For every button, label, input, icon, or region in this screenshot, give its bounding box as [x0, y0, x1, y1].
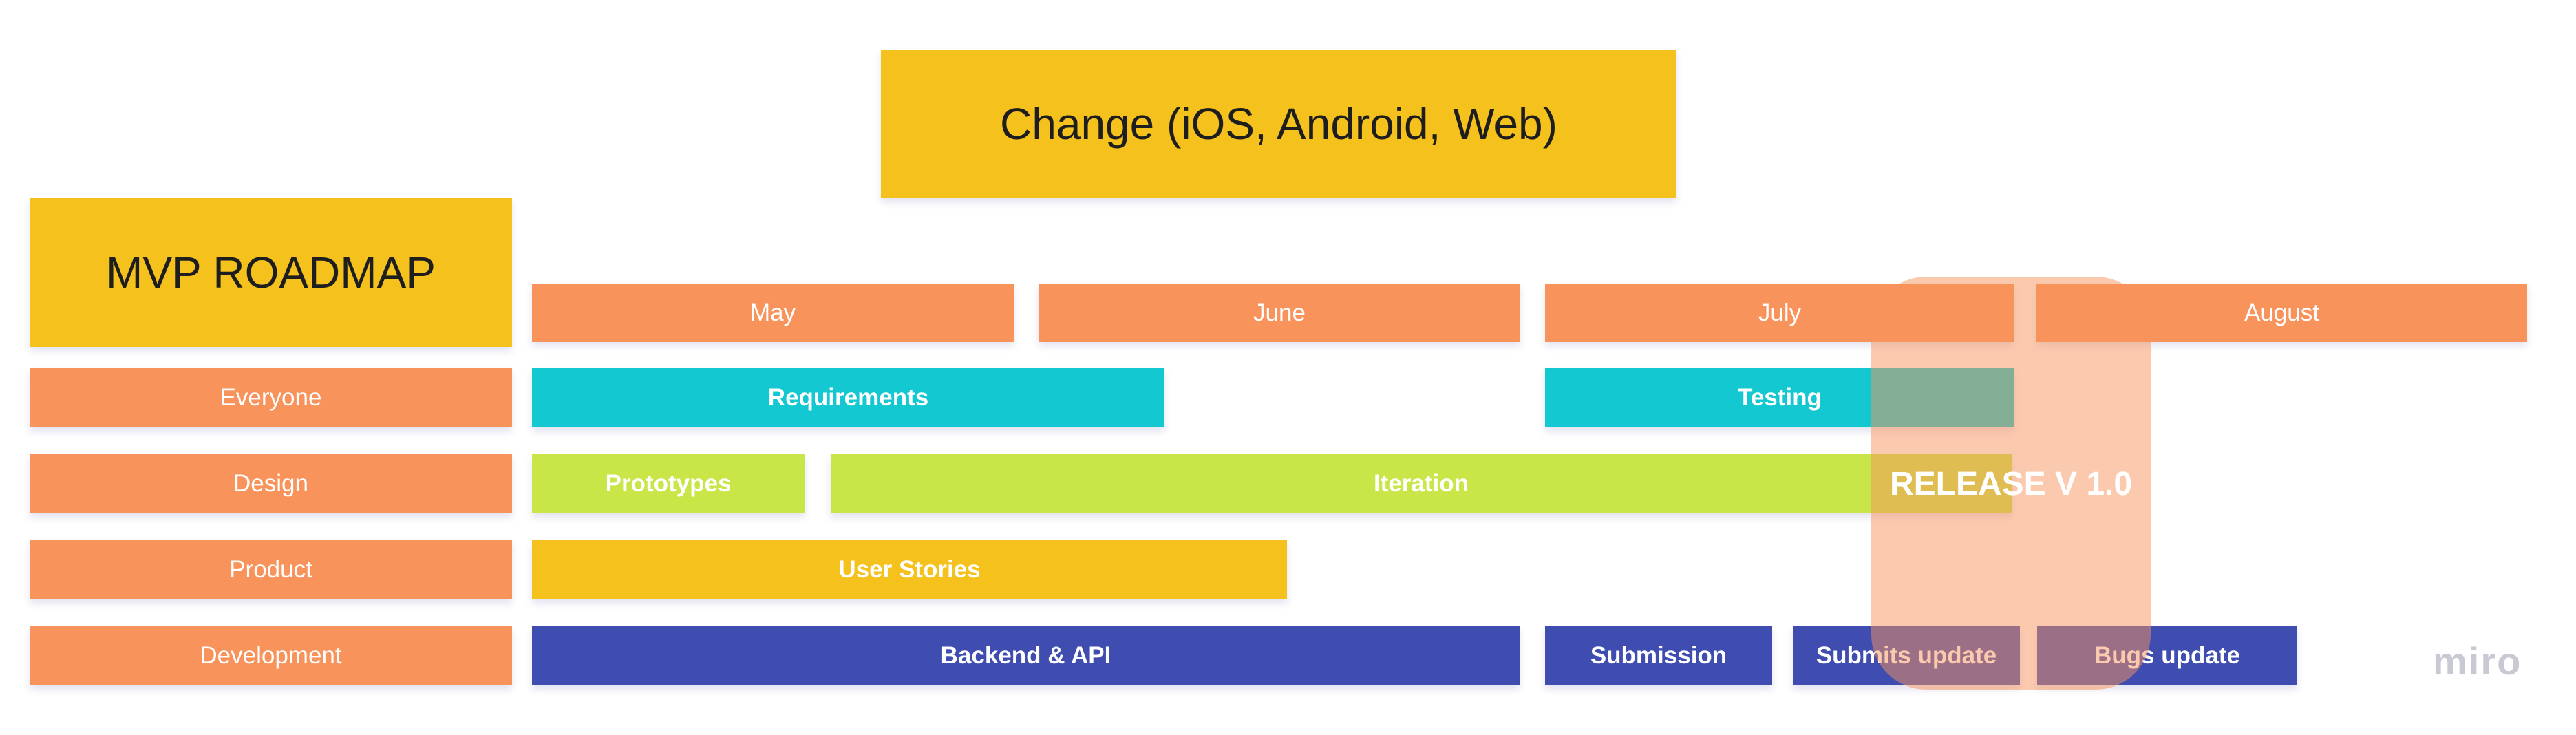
task-bar-label: User Stories: [838, 556, 981, 583]
task-bar-label: Submission: [1590, 642, 1727, 669]
task-bar-label: Requirements: [767, 384, 929, 411]
task-bar-iteration[interactable]: Iteration: [831, 454, 2012, 513]
task-bar-label: Testing: [1738, 384, 1822, 411]
row-label-everyone[interactable]: Everyone: [30, 368, 512, 427]
row-label-product[interactable]: Product: [30, 540, 512, 599]
row-label-design[interactable]: Design: [30, 454, 512, 513]
task-bar-label: Prototypes: [605, 470, 732, 497]
release-version-text: RELEASE V 1.0: [1889, 465, 2133, 502]
project-title-card[interactable]: Change (iOS, Android, Web): [881, 50, 1676, 198]
month-label: July: [1758, 299, 1802, 326]
task-bar-submission[interactable]: Submission: [1545, 626, 1772, 685]
row-label-text: Product: [229, 556, 312, 583]
task-bar-label: Iteration: [1373, 470, 1469, 497]
month-label: May: [749, 299, 796, 326]
month-label: June: [1253, 299, 1306, 326]
month-header-may[interactable]: May: [532, 284, 1014, 342]
release-version-label: RELEASE V 1.0: [1871, 454, 2151, 513]
row-label-text: Design: [233, 470, 308, 497]
row-label-text: Development: [200, 642, 342, 669]
task-bar-prototypes[interactable]: Prototypes: [532, 454, 805, 513]
row-label-development[interactable]: Development: [30, 626, 512, 685]
row-label-text: Everyone: [220, 384, 322, 411]
project-title-text: Change (iOS, Android, Web): [1000, 99, 1557, 149]
task-bar-requirements[interactable]: Requirements: [532, 368, 1164, 427]
miro-logo-text: miro: [2433, 639, 2522, 683]
board-title-card[interactable]: MVP ROADMAP: [30, 198, 512, 347]
month-label: August: [2244, 299, 2319, 326]
task-bar-label: Backend & API: [940, 642, 1111, 669]
release-highlight-band[interactable]: [1871, 277, 2151, 690]
board-title-text: MVP ROADMAP: [106, 248, 436, 297]
task-bar-user-stories[interactable]: User Stories: [532, 540, 1287, 599]
task-bar-backend-api[interactable]: Backend & API: [532, 626, 1520, 685]
miro-logo: miro: [2433, 639, 2522, 683]
month-header-june[interactable]: June: [1039, 284, 1520, 342]
